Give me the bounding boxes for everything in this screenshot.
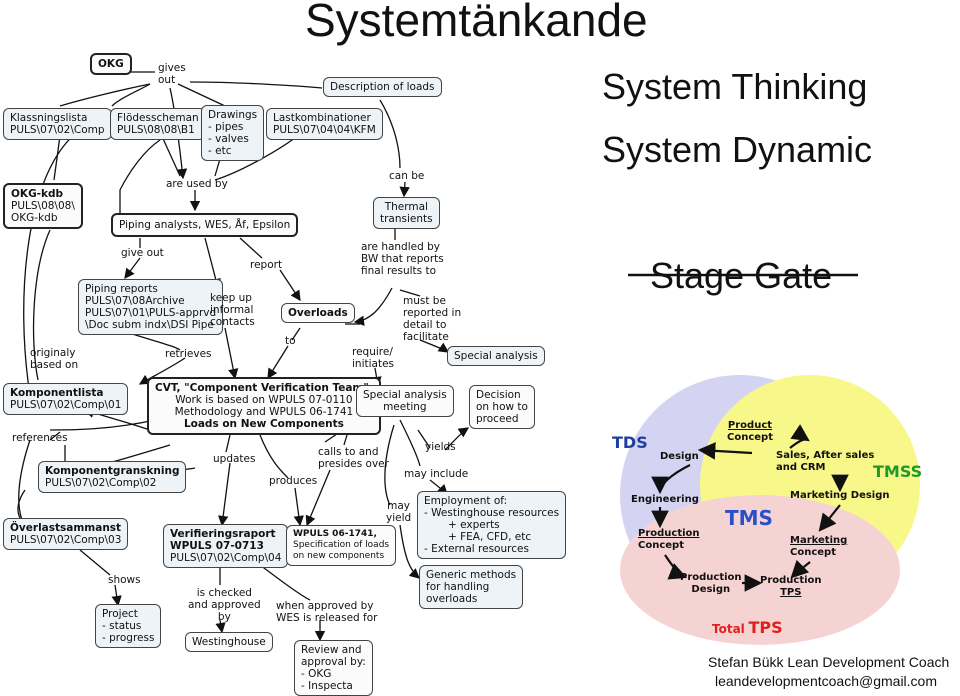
may-include-label: may include	[404, 468, 469, 480]
employment-node: Employment of:- Westinghouse resources+ …	[417, 491, 567, 559]
references-label: references	[12, 432, 68, 444]
tms-label: TMS	[725, 506, 773, 530]
tmss-label: TMSS	[873, 462, 923, 481]
total-tps-label: Total TPS	[712, 618, 783, 637]
to-label: to	[285, 335, 296, 347]
project-node: Project- status- progress	[95, 604, 162, 648]
piping-analysts-node: Piping analysts, WES, Åf, Epsilon	[111, 213, 299, 237]
stage-gate-label: Stage Gate	[650, 255, 833, 296]
marketing-design-label: Marketing Design	[790, 490, 890, 501]
author-name: Stefan Bükk Lean Development Coach	[708, 654, 950, 670]
report-label: report	[250, 259, 283, 271]
tds-label: TDS	[612, 433, 648, 452]
updates-label: updates	[213, 453, 256, 465]
okg-node: OKG	[90, 53, 132, 75]
author-email: leandevelopmentcoach@gmail.com	[715, 673, 937, 689]
main-title: Systemtänkande	[305, 0, 648, 46]
shows-label: shows	[108, 574, 141, 586]
special-analysis-node: Special analysis	[447, 346, 545, 366]
require-initiates-label: require/initiates	[352, 346, 395, 370]
description-of-loads-node: Description of loads	[323, 77, 442, 97]
produces-label: produces	[269, 475, 318, 487]
give-out-label: give out	[121, 247, 164, 259]
cvt-node: CVT, "Component Verification Team".Work …	[147, 377, 381, 435]
yields-label: yields	[425, 441, 456, 453]
engineering-label: Engineering	[631, 494, 699, 505]
system-thinking-label: System Thinking	[602, 66, 868, 107]
retrieves-label: retrieves	[165, 348, 212, 360]
drawings-node: Drawings- pipes- valves- etc	[201, 105, 265, 161]
are-used-by-label: are used by	[166, 178, 228, 190]
system-dynamic-label: System Dynamic	[602, 129, 873, 170]
can-be-label: can be	[389, 170, 425, 182]
design-label: Design	[660, 451, 699, 462]
tps-ellipse	[620, 495, 900, 645]
overloads-node: Overloads	[281, 303, 355, 323]
westinghouse-node: Westinghouse	[185, 632, 273, 652]
